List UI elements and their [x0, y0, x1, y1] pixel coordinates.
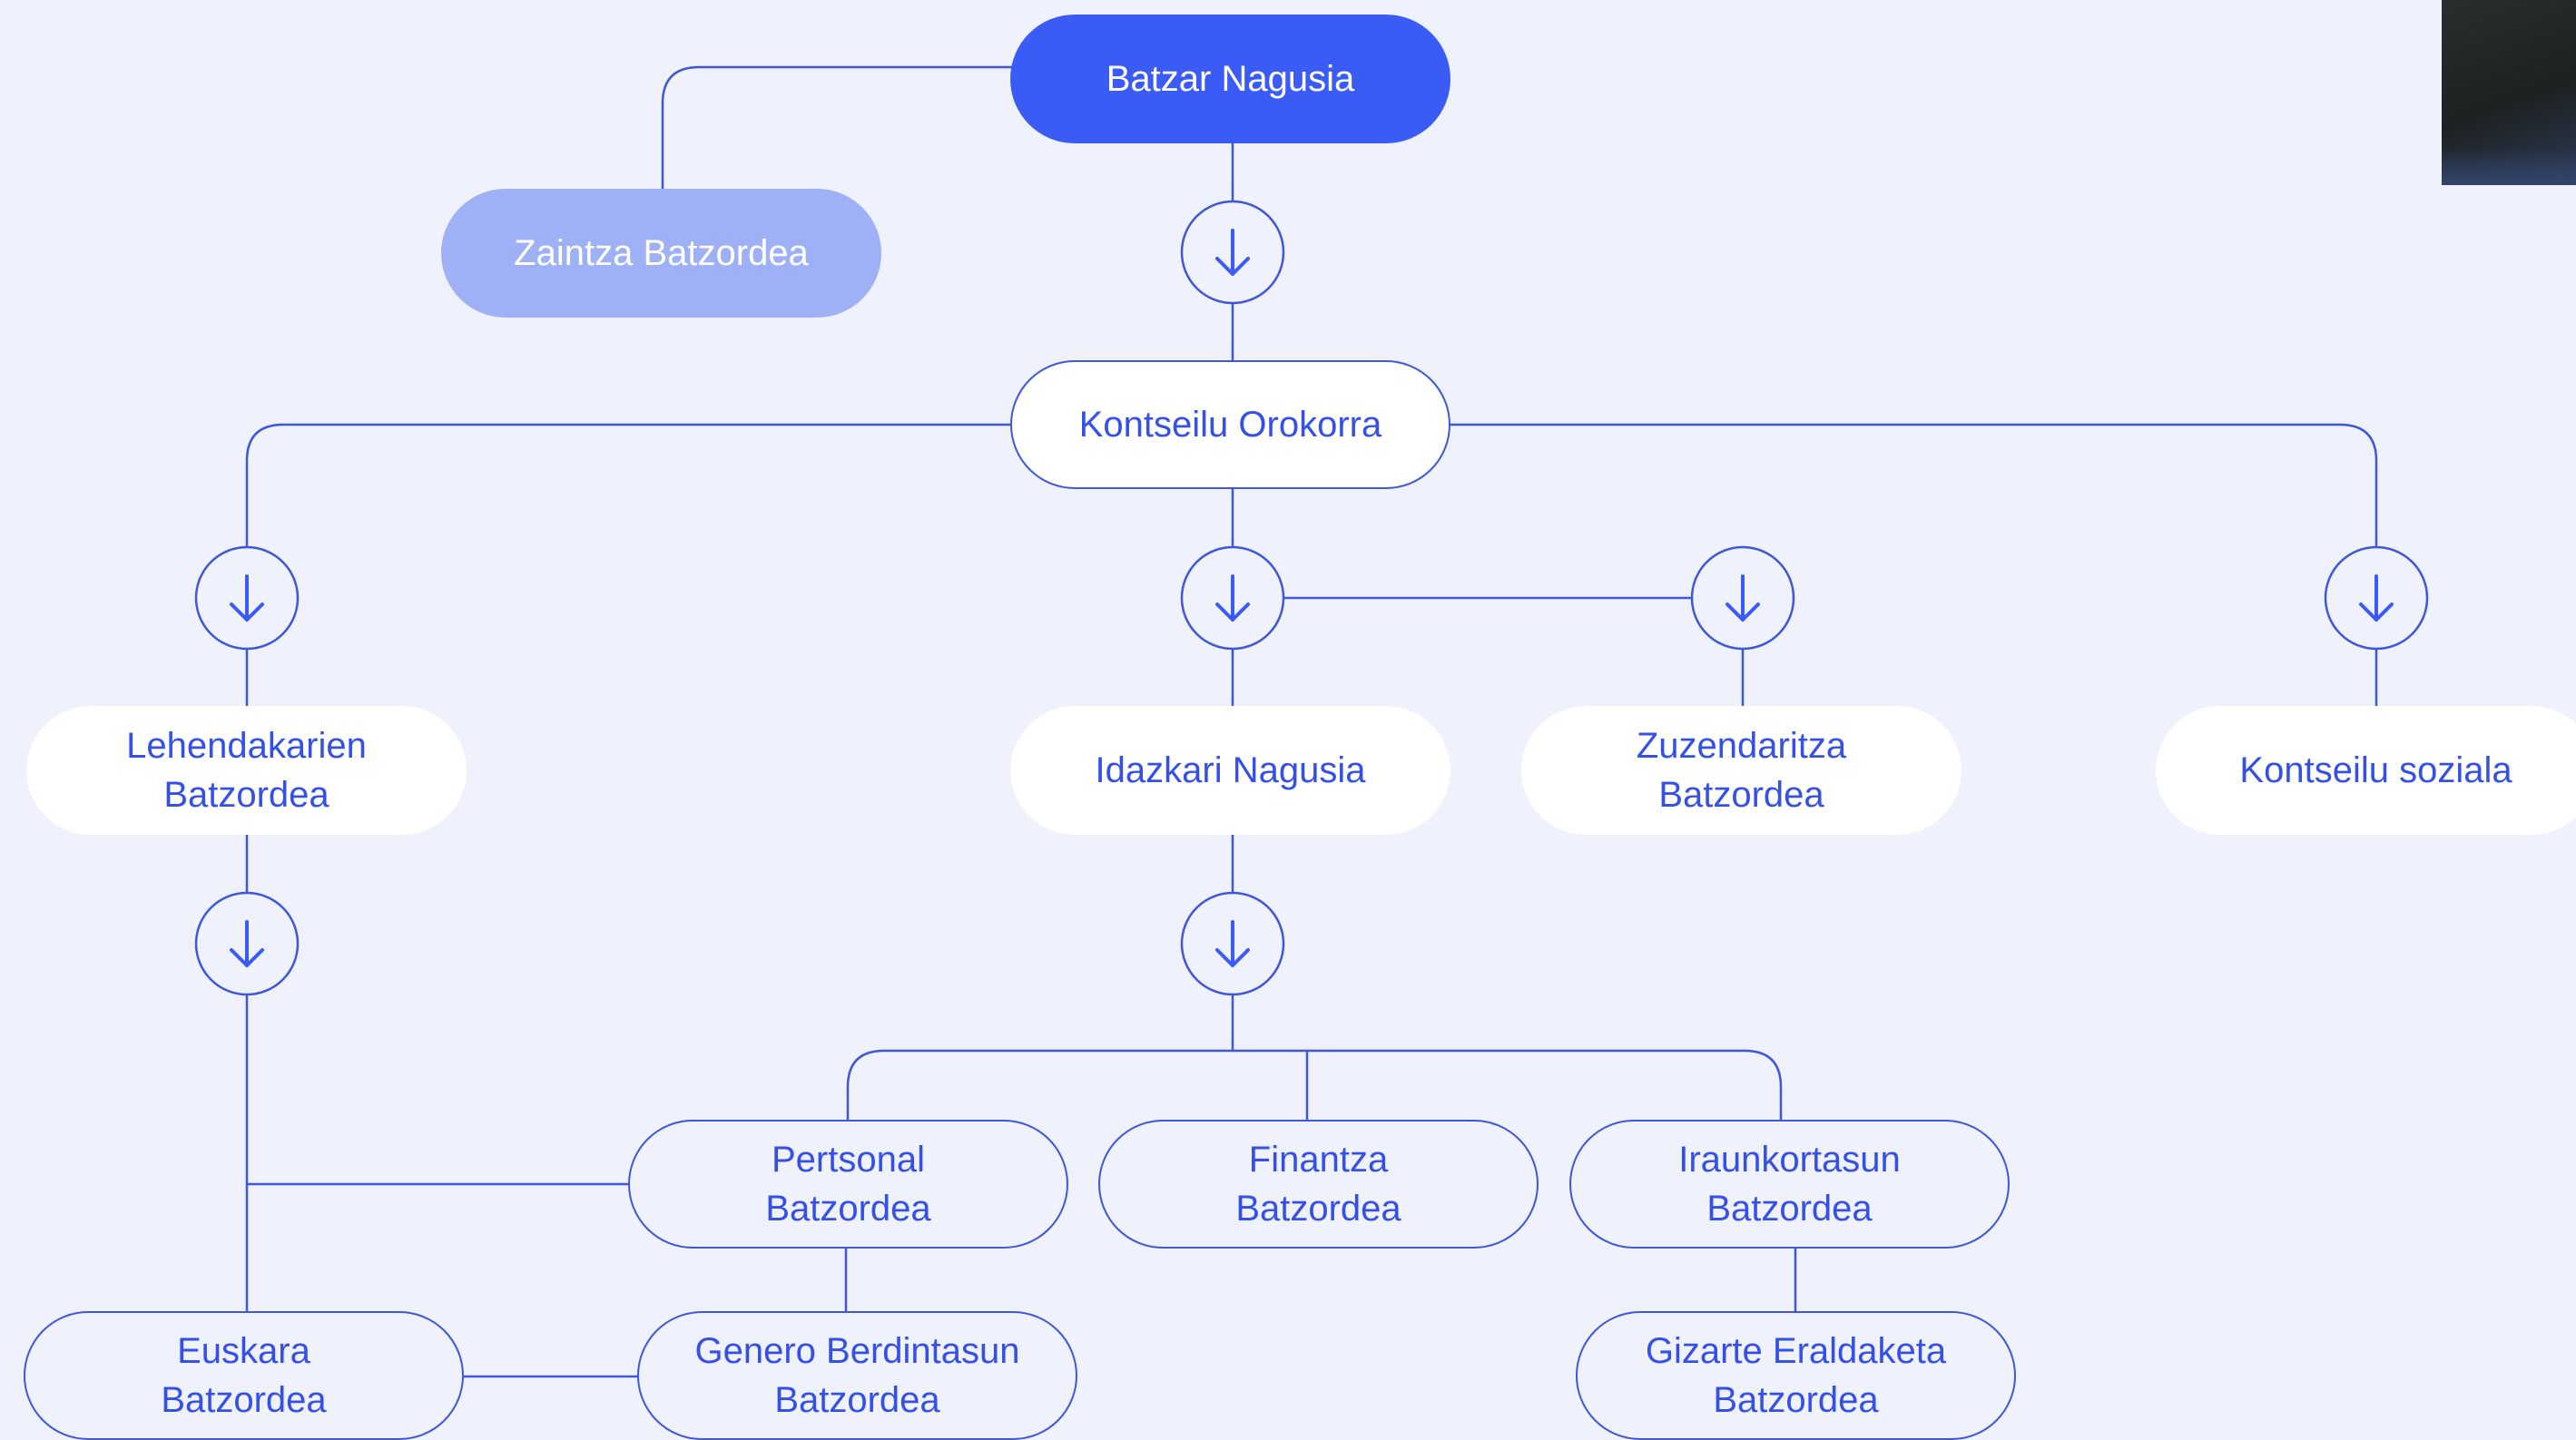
line-kontseilu-to-lehendakarien [245, 423, 1012, 710]
node-label: Zuzendaritza Batzordea [1636, 726, 1847, 815]
node-label: Kontseilu soziala [2239, 750, 2512, 790]
arrow-down-icon [230, 574, 264, 622]
node-lehendakarien-batzordea: Lehendakarien Batzordea [26, 706, 467, 835]
node-label: Gizarte Eraldaketa Batzordea [1645, 1331, 1947, 1420]
node-finantza-batzordea: Finantza Batzordea [1098, 1120, 1539, 1249]
arrow-circle-3 [1180, 545, 1285, 651]
line-bus-committees [846, 1049, 1783, 1122]
node-zuzendaritza-batzordea: Zuzendaritza Batzordea [1521, 706, 1961, 835]
node-kontseilu-orokorra: Kontseilu Orokorra [1010, 360, 1450, 489]
node-genero-berdintasun-batzordea: Genero Berdintasun Batzordea [637, 1311, 1077, 1440]
node-label: Idazkari Nagusia [1095, 750, 1366, 790]
node-label: Zaintza Batzordea [514, 233, 809, 273]
node-label: Batzar Nagusia [1106, 59, 1355, 99]
arrow-circle-7 [1180, 891, 1285, 996]
arrow-down-icon [1215, 574, 1250, 622]
node-idazkari-nagusia: Idazkari Nagusia [1010, 706, 1450, 835]
arrow-down-icon [1215, 229, 1250, 276]
line-batzar-to-zaintza [661, 65, 1014, 192]
corner-photo-thumbnail [2442, 0, 2576, 185]
arrow-circle-6 [194, 891, 300, 996]
node-pertsonal-batzordea: Pertsonal Batzordea [628, 1120, 1068, 1249]
node-label: Lehendakarien Batzordea [126, 726, 367, 815]
node-kontseilu-soziala: Kontseilu soziala [2156, 706, 2576, 835]
node-label: Kontseilu Orokorra [1078, 405, 1382, 445]
arrow-down-icon [230, 920, 264, 967]
line-branch-to-zuzendaritza [1231, 596, 1745, 710]
arrow-circle-2 [194, 545, 300, 651]
node-iraunkortasun-batzordea: Iraunkortasun Batzordea [1569, 1120, 2010, 1249]
node-label: Genero Berdintasun Batzordea [694, 1331, 1020, 1420]
arrow-circle-4 [1690, 545, 1795, 651]
line-kontseilu-to-soziala [1449, 423, 2378, 710]
node-gizarte-eraldaketa-batzordea: Gizarte Eraldaketa Batzordea [1576, 1311, 2016, 1440]
arrow-down-icon [1726, 574, 1760, 622]
node-zaintza-batzordea: Zaintza Batzordea [441, 189, 881, 318]
node-label: Finantza Batzordea [1235, 1140, 1401, 1229]
node-label: Pertsonal Batzordea [765, 1140, 931, 1229]
arrow-down-icon [1215, 920, 1250, 967]
node-label: Euskara Batzordea [161, 1331, 327, 1420]
node-label: Iraunkortasun Batzordea [1678, 1140, 1901, 1229]
node-euskara-batzordea: Euskara Batzordea [24, 1311, 464, 1440]
arrow-circle-1 [1180, 200, 1285, 305]
arrow-down-icon [2359, 574, 2394, 622]
arrow-circle-5 [2324, 545, 2429, 651]
node-batzar-nagusia: Batzar Nagusia [1010, 15, 1450, 143]
